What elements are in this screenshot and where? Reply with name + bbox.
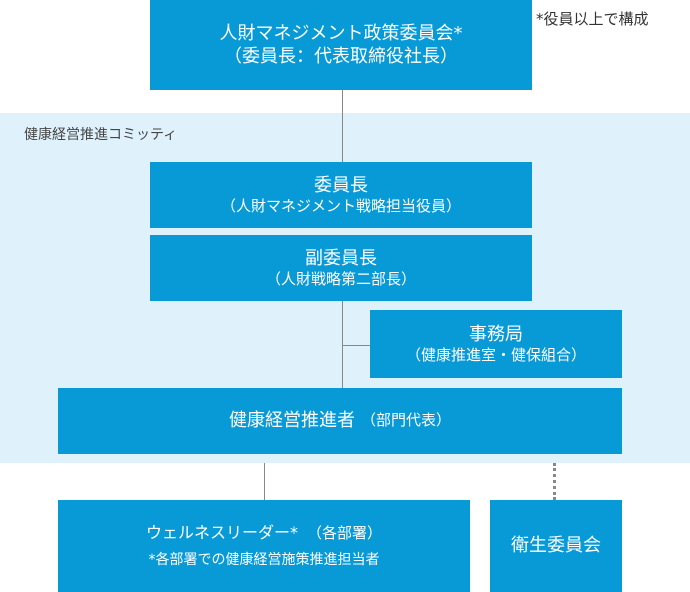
vice-chair-box: 副委員長 （人財戦略第二部長） <box>150 235 532 301</box>
chair-sub: （人財マネジメント戦略担当役員） <box>220 196 461 215</box>
committee-label: 健康経営推進コミッティ <box>24 127 178 143</box>
dotted-connector-to-health-committee <box>553 463 556 500</box>
wellness-leader-note: *各部署での健康経営施策推進担当者 <box>148 552 380 569</box>
promoter-sub: （部門代表） <box>360 411 451 430</box>
wellness-leader-box: ウェルネスリーダー* （各部署） *各部署での健康経営施策推進担当者 <box>58 500 470 592</box>
health-committee-title: 衛生委員会 <box>511 535 601 557</box>
secretariat-sub: （健康推進室・健保組合） <box>405 345 586 364</box>
vice-chair-title: 副委員長 <box>305 247 377 269</box>
secretariat-box: 事務局 （健康推進室・健保組合） <box>370 310 622 378</box>
promoter-title: 健康経営推進者 <box>228 410 355 432</box>
wellness-leader-dept: （各部署） <box>307 523 383 542</box>
health-committee-box: 衛生委員会 <box>490 500 622 592</box>
policy-committee-title: 人財マネジメント政策委員会* <box>219 22 463 44</box>
connector-top-to-chair <box>342 90 343 162</box>
chair-title: 委員長 <box>314 174 368 196</box>
wellness-leader-title: ウェルネスリーダー* <box>145 522 298 542</box>
vice-chair-sub: （人財戦略第二部長） <box>265 269 416 288</box>
connector-to-wellness <box>264 463 265 500</box>
chair-box: 委員長 （人財マネジメント戦略担当役員） <box>150 162 532 228</box>
promoter-box: 健康経営推進者 （部門代表） <box>58 388 622 454</box>
policy-committee-box: 人財マネジメント政策委員会* （委員長：代表取締役社長） <box>150 0 532 90</box>
connector-to-secretariat <box>342 345 370 346</box>
top-note: *役員以上で構成 <box>536 10 649 28</box>
connector-vice-to-promoter <box>342 301 343 388</box>
secretariat-title: 事務局 <box>469 323 523 345</box>
policy-committee-chair: （委員長：代表取締役社長） <box>224 46 458 67</box>
